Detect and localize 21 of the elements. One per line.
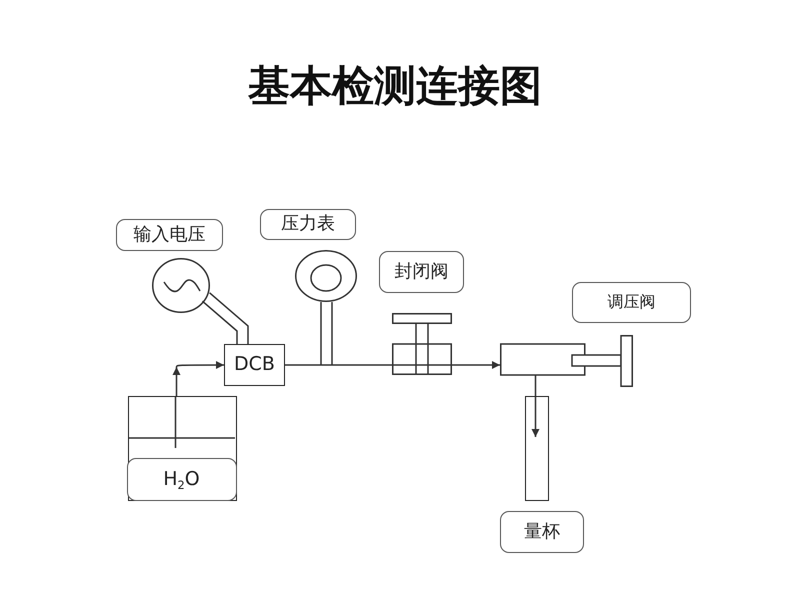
diagram-title: 基本检测连接图 [248, 62, 542, 110]
arrow [452, 361, 500, 369]
measuring-cylinder [525, 396, 549, 501]
part-label: 封闭阀 [379, 251, 464, 293]
part-label: 压力表 [260, 209, 356, 240]
valve-symbol [392, 313, 452, 375]
water-tank [128, 396, 237, 501]
part-label: 量杯 [500, 511, 584, 553]
double-line-connector [202, 292, 249, 345]
pressure-gauge-symbol [295, 250, 357, 302]
connector-line [326, 364, 392, 366]
part-label: 输入电压 [116, 219, 223, 251]
double-line-connector [320, 301, 333, 366]
arrow [172, 361, 224, 396]
arrow [532, 375, 540, 437]
regulator-valve-symbol [500, 335, 633, 387]
connector-line [285, 364, 326, 366]
part-label: 调压阀 [572, 282, 691, 323]
part-label: H$_{2}$O [126, 458, 236, 500]
device-box: DCB [224, 344, 285, 386]
ac-source-symbol [152, 258, 210, 313]
